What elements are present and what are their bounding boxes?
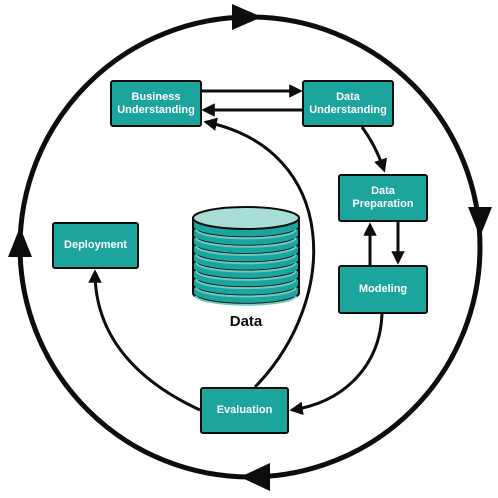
outer-arrowhead-left <box>8 227 32 257</box>
cylinder-highlight <box>195 237 297 248</box>
cylinder-highlight <box>195 287 297 298</box>
cylinder-highlight <box>195 262 297 273</box>
arrow-data-understanding-to-preparation <box>360 126 387 173</box>
arrow-modeling-to-evaluation <box>289 313 384 416</box>
cylinder-highlight <box>195 245 297 256</box>
evaluation-box: Evaluation <box>200 387 289 434</box>
arrow-evaluation-to-deployment <box>88 269 201 412</box>
data-cylinder-icon <box>192 206 300 306</box>
outer-arrowhead-right <box>468 207 492 237</box>
outer-arrowhead-bottom <box>240 463 270 491</box>
cylinder-highlight <box>195 295 297 306</box>
deployment-box: Deployment <box>52 222 139 269</box>
data-understanding-box: Data Understanding <box>302 80 394 127</box>
cylinder-top <box>192 206 300 230</box>
cylinder-highlight <box>195 229 297 240</box>
data-preparation-box: Data Preparation <box>338 174 428 222</box>
cylinder-highlight <box>195 270 297 281</box>
cylinder-highlight <box>195 278 297 290</box>
outer-arrowhead-top <box>232 4 262 30</box>
modeling-box: Modeling <box>338 265 428 314</box>
cylinder-highlight <box>195 253 297 265</box>
arrow-evaluation-to-business <box>203 117 316 389</box>
data-label: Data <box>229 313 263 330</box>
business-understanding-box: Business Understanding <box>110 80 202 127</box>
